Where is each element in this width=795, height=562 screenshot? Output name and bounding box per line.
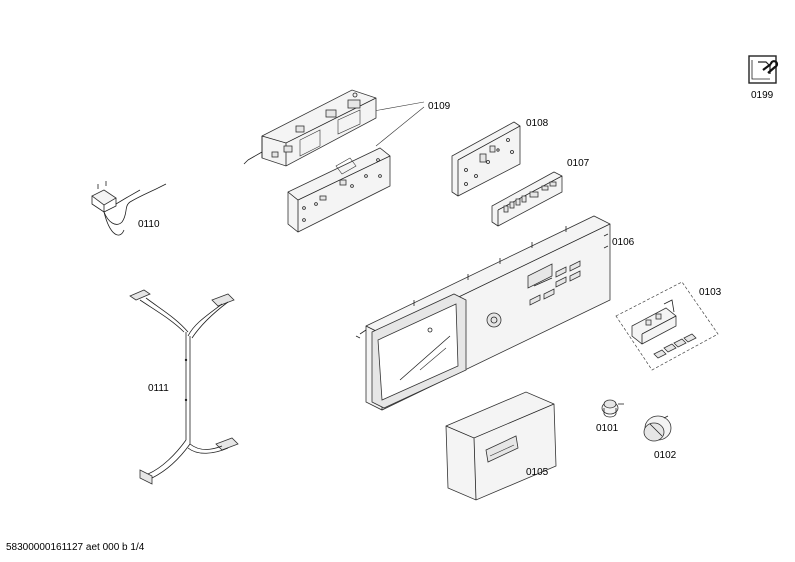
label-0109: 0109: [428, 101, 451, 112]
part-0102-knob: [643, 415, 672, 442]
label-0111: 0111: [148, 383, 169, 394]
label-0199: 0199: [751, 90, 774, 101]
label-0110: 0110: [138, 219, 160, 230]
part-0108-board: [451, 121, 521, 197]
label-0101: 0101: [596, 423, 619, 434]
label-0107: 0107: [567, 158, 590, 169]
label-0108: 0108: [526, 118, 549, 129]
part-0103-buttons: [615, 281, 719, 371]
label-0103: 0103: [699, 287, 722, 298]
part-0107-display: [491, 171, 563, 227]
part-0106-panel: [355, 215, 611, 411]
part-0110-cord: [91, 181, 167, 236]
label-0105: 0105: [526, 467, 549, 478]
part-0105-drawer: [445, 391, 557, 501]
part-0109-board: [287, 147, 391, 233]
part-0111-harness: [129, 289, 239, 485]
label-0102: 0102: [654, 450, 677, 461]
part-0109-housing: [243, 89, 377, 167]
wrench-icon: [748, 55, 779, 84]
part-0101-knob-shaft: [601, 399, 624, 418]
leader-0109: [367, 101, 425, 147]
document-footer: 58300000161127 aet 000 b 1/4: [6, 542, 145, 553]
label-0106: 0106: [612, 237, 635, 248]
